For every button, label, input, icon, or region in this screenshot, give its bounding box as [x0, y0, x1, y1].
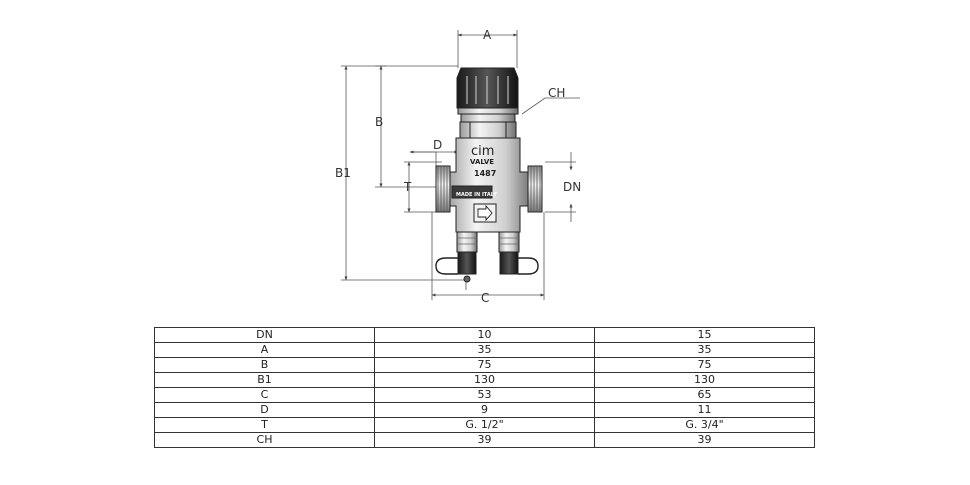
valve-origin: MADE IN ITALY	[456, 192, 497, 198]
table-row: B1 130 130	[154, 372, 815, 388]
row-value-2: 15	[594, 327, 815, 343]
table-row: D 9 11	[154, 402, 815, 418]
row-label: C	[154, 387, 375, 403]
dimension-lines	[341, 30, 580, 300]
table-row: A 35 35	[154, 342, 815, 358]
dim-label-dn: DN	[563, 180, 581, 194]
row-value-1: 10	[374, 327, 595, 343]
row-label: DN	[154, 327, 375, 343]
dim-label-b1: B1	[335, 166, 351, 180]
row-value-1: 53	[374, 387, 595, 403]
valve-illustration	[435, 67, 543, 283]
valve-markings: cim VALVE 1487 MADE IN ITALY	[456, 144, 497, 198]
row-value-2: 75	[594, 357, 815, 373]
valve-brand: cim	[471, 144, 494, 159]
row-label: B	[154, 357, 375, 373]
row-value-2: 130	[594, 372, 815, 388]
valve-model: 1487	[474, 169, 496, 178]
row-label: B1	[154, 372, 375, 388]
table-row: T G. 1/2" G. 3/4"	[154, 417, 815, 433]
row-value-1: 75	[374, 357, 595, 373]
dim-label-t: T	[403, 180, 412, 194]
row-value-1: 130	[374, 372, 595, 388]
row-label: T	[154, 417, 375, 433]
table-row: DN 10 15	[154, 327, 815, 343]
dim-label-c: C	[481, 291, 489, 305]
row-value-2: 39	[594, 432, 815, 448]
row-value-1: G. 1/2"	[374, 417, 595, 433]
row-value-2: 65	[594, 387, 815, 403]
valve-line2: VALVE	[470, 158, 494, 166]
dim-label-ch: CH	[548, 86, 565, 100]
table-row: C 53 65	[154, 387, 815, 403]
valve-technical-drawing: A B1 B D T DN C CH	[335, 28, 581, 305]
row-label: CH	[154, 432, 375, 448]
row-value-2: G. 3/4"	[594, 417, 815, 433]
row-value-1: 35	[374, 342, 595, 358]
dim-label-a: A	[483, 28, 492, 42]
row-value-1: 9	[374, 402, 595, 418]
row-value-2: 35	[594, 342, 815, 358]
dim-label-d: D	[433, 138, 442, 152]
row-value-2: 11	[594, 402, 815, 418]
row-label: A	[154, 342, 375, 358]
row-value-1: 39	[374, 432, 595, 448]
dim-label-b: B	[375, 115, 383, 129]
dimensions-table: DN 10 15 A 35 35 B 75 75 B1 130 130 C 53…	[154, 327, 815, 448]
dimension-labels: A B1 B D T DN C CH	[335, 28, 581, 305]
row-label: D	[154, 402, 375, 418]
table-row: CH 39 39	[154, 432, 815, 448]
table-row: B 75 75	[154, 357, 815, 373]
